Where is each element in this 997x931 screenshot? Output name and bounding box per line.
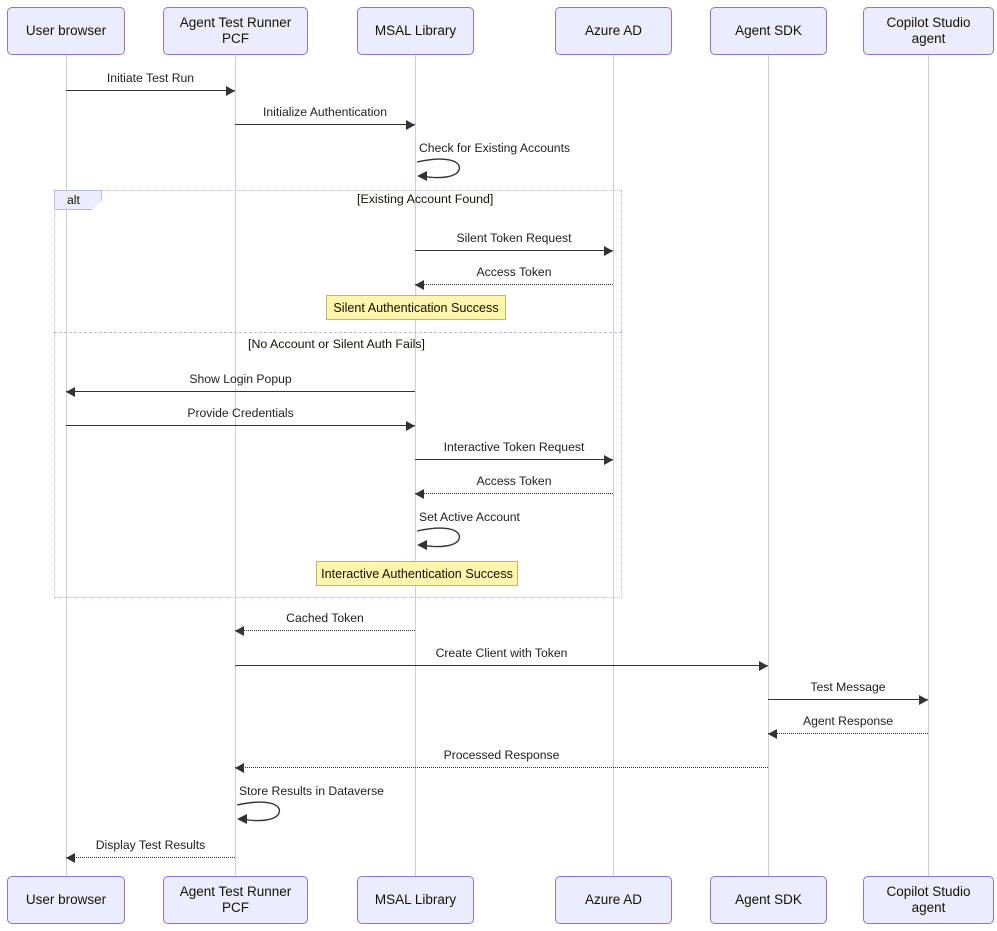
message-line-m13 <box>768 699 928 700</box>
actor-box-bottom-pcf[interactable]: Agent Test Runner PCF <box>163 876 308 924</box>
self-message-loop-m16 <box>236 801 281 824</box>
actor-box-top-aad[interactable]: Azure AD <box>555 7 672 55</box>
arrowhead-m5 <box>415 280 424 290</box>
actor-box-bottom-user[interactable]: User browser <box>7 876 125 924</box>
lifeline-aad <box>613 55 614 876</box>
arrowhead-m9 <box>415 489 424 499</box>
alt-branch-condition-0: [Existing Account Found] <box>357 192 494 206</box>
message-line-m1 <box>66 90 235 91</box>
message-label-m5: Access Token <box>476 265 552 279</box>
message-label-m13: Test Message <box>810 680 886 694</box>
alt-block-divider <box>54 332 622 333</box>
alt-branch-condition-1: [No Account or Silent Auth Fails] <box>248 337 426 351</box>
message-line-m11 <box>235 630 415 631</box>
lifeline-pcf <box>235 55 236 876</box>
arrowhead-m17 <box>66 853 75 863</box>
lifeline-sdk <box>768 55 769 876</box>
message-label-m1: Initiate Test Run <box>106 71 195 85</box>
arrowhead-m8 <box>604 455 613 465</box>
actor-box-top-pcf[interactable]: Agent Test Runner PCF <box>163 7 308 55</box>
alt-block-tag: alt <box>54 190 102 210</box>
message-label-m11: Cached Token <box>286 611 364 625</box>
arrowhead-m6 <box>66 387 75 397</box>
lifeline-msal <box>415 55 416 876</box>
note-box-1: Interactive Authentication Success <box>316 561 518 586</box>
actor-box-bottom-aad[interactable]: Azure AD <box>555 876 672 924</box>
message-line-m7 <box>66 425 415 426</box>
alt-block <box>54 190 622 598</box>
arrowhead-m2 <box>406 120 415 130</box>
actor-box-top-copilot[interactable]: Copilot Studio agent <box>863 7 994 55</box>
message-line-m4 <box>415 250 613 251</box>
actor-box-bottom-sdk[interactable]: Agent SDK <box>710 876 827 924</box>
message-label-m14: Agent Response <box>802 714 894 728</box>
message-label-m15: Processed Response <box>443 748 560 762</box>
arrowhead-m14 <box>768 729 777 739</box>
message-line-m6 <box>66 391 415 392</box>
message-label-m4: Silent Token Request <box>456 231 572 245</box>
actor-box-top-user[interactable]: User browser <box>7 7 125 55</box>
message-line-m5 <box>415 284 613 285</box>
message-label-m7: Provide Credentials <box>187 406 294 420</box>
lifeline-copilot <box>928 55 929 876</box>
self-message-loop-m10 <box>416 527 461 550</box>
message-line-m12 <box>235 665 768 666</box>
message-label-m12: Create Client with Token <box>435 646 568 660</box>
message-label-m8: Interactive Token Request <box>443 440 585 454</box>
self-message-loop-m3 <box>416 158 461 181</box>
arrowhead-m4 <box>604 246 613 256</box>
message-line-m15 <box>235 767 768 768</box>
arrowhead-m15 <box>235 763 244 773</box>
message-line-m8 <box>415 459 613 460</box>
arrowhead-m13 <box>919 695 928 705</box>
actor-box-top-sdk[interactable]: Agent SDK <box>710 7 827 55</box>
note-box-0: Silent Authentication Success <box>326 295 506 320</box>
message-label-m6: Show Login Popup <box>189 372 292 386</box>
message-line-m14 <box>768 733 928 734</box>
message-line-m17 <box>66 857 235 858</box>
message-line-m2 <box>235 124 415 125</box>
message-label-m10: Set Active Account <box>419 510 520 524</box>
arrowhead-m11 <box>235 626 244 636</box>
arrowhead-m7 <box>406 421 415 431</box>
message-label-m3: Check for Existing Accounts <box>419 141 571 155</box>
message-line-m9 <box>415 493 613 494</box>
actor-box-bottom-copilot[interactable]: Copilot Studio agent <box>863 876 994 924</box>
message-label-m9: Access Token <box>476 474 552 488</box>
message-label-m16: Store Results in Dataverse <box>239 784 384 798</box>
actor-box-top-msal[interactable]: MSAL Library <box>357 7 474 55</box>
message-label-m17: Display Test Results <box>95 838 206 852</box>
lifeline-user <box>66 55 67 876</box>
message-label-m2: Initialize Authentication <box>263 105 387 119</box>
arrowhead-m12 <box>759 661 768 671</box>
arrowhead-m1 <box>226 86 235 96</box>
actor-box-bottom-msal[interactable]: MSAL Library <box>357 876 474 924</box>
